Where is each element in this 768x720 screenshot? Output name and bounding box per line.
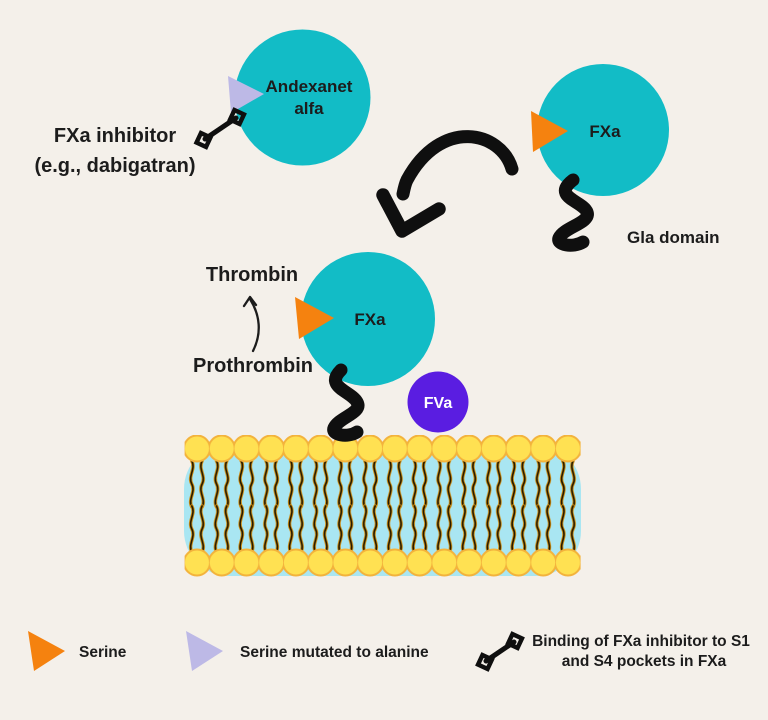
andexanet-alfa-complex: Andexanet alfa — [193, 29, 371, 166]
legend-serine-label: Serine — [79, 644, 127, 661]
fxa-membrane-complex: Thrombin Prothrombin FXa FVa — [193, 252, 469, 442]
serine-mutated-triangle-icon — [228, 76, 264, 113]
prothrombin-label: Prothrombin — [193, 355, 313, 377]
fva-circle — [407, 371, 469, 433]
fxa-free-label: FXa — [589, 122, 621, 141]
lipid-bottom-row — [184, 500, 581, 577]
fxa-inhibitor-binding-icon — [193, 107, 247, 150]
andexanet-label-line1: Andexanet — [266, 77, 353, 96]
fxa-free-circle — [537, 64, 669, 196]
gla-domain-label: Gla domain — [627, 228, 720, 247]
serine-triangle-icon — [295, 297, 334, 339]
legend-binding-label-line2: and S4 pockets in FXa — [562, 653, 727, 670]
lipid-top-row — [184, 435, 581, 512]
gla-domain-squiggle-icon — [327, 363, 365, 442]
legend: Serine Serine mutated to alanine Binding… — [28, 631, 750, 672]
fxa-free-complex: FXa Gla domain — [531, 64, 720, 252]
fxa-membrane-circle — [301, 252, 435, 386]
legend-binding-label-line1: Binding of FXa inhibitor to S1 — [532, 633, 750, 650]
legend-serine-mutated-label: Serine mutated to alanine — [240, 644, 429, 661]
prothrombin-to-thrombin-arrow-icon — [242, 295, 260, 353]
transfer-arrow-icon — [376, 130, 519, 238]
andexanet-label-line2: alfa — [294, 99, 324, 118]
legend-binding-icon — [475, 631, 525, 672]
fxa-inhibitor-label-line2: (e.g., dabigatran) — [34, 155, 195, 177]
fxa-membrane-label: FXa — [354, 310, 386, 329]
cell-membrane — [184, 435, 581, 577]
fva-label: FVa — [424, 395, 453, 412]
legend-serine-mutated-triangle-icon — [186, 631, 223, 671]
legend-serine-triangle-icon — [28, 631, 65, 671]
fxa-inhibitor-label-line1: FXa inhibitor — [54, 125, 176, 147]
serine-triangle-icon — [531, 111, 568, 152]
gla-domain-squiggle-icon — [552, 173, 594, 252]
fxa-inhibitor-caption: FXa inhibitor (e.g., dabigatran) — [34, 125, 195, 177]
thrombin-label: Thrombin — [206, 264, 298, 286]
andexanet-alfa-circle — [234, 29, 371, 166]
